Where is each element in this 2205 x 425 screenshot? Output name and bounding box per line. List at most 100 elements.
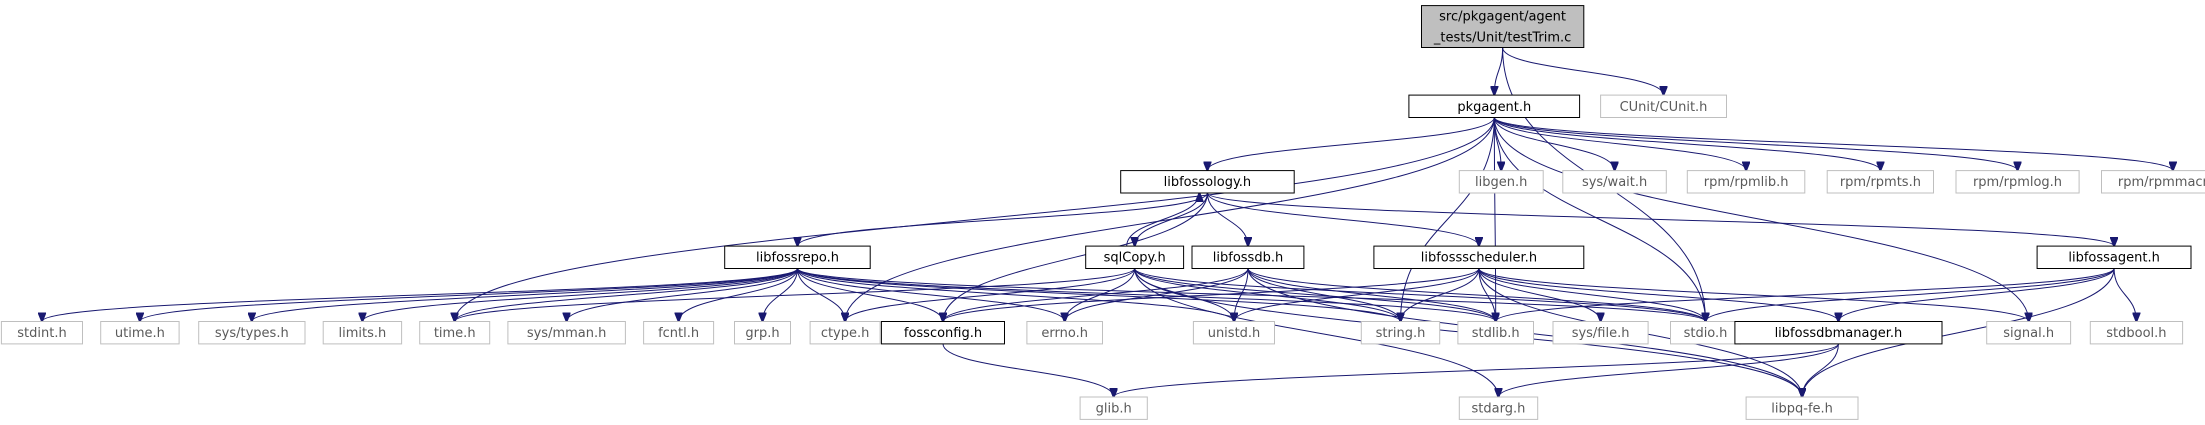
node-label: utime.h <box>115 326 165 341</box>
node-stdarg-h: stdarg.h <box>1458 396 1539 420</box>
node-label: sqlCopy.h <box>1104 251 1166 266</box>
node-label: libfossrepo.h <box>756 251 839 266</box>
edge-pkgagent_h-to-rpmmacro_h <box>1493 116 2173 170</box>
node-label: fcntl.h <box>658 326 699 341</box>
node-label: libpq-fe.h <box>1771 402 1833 417</box>
node-stdlib-h: stdlib.h <box>1457 321 1535 345</box>
edge-sqlcopy_h-to-libfossology_h <box>1126 193 1200 247</box>
edge-pkgagent_h-to-rpmlib_h <box>1493 117 1746 170</box>
node-time-h: time.h <box>419 321 491 345</box>
node-fossconfig-h[interactable]: fossconfig.h <box>880 321 1006 345</box>
edge-sqlcopy_h-to-stdlib_h <box>1134 268 1496 321</box>
node-rpmmacro-h: rpm/rpmmacro.h <box>2101 170 2205 194</box>
node-label: string.h <box>1376 326 1426 341</box>
node-cunit-h: CUnit/CUnit.h <box>1600 94 1727 118</box>
edge-fossconfig_h-to-glib_h <box>942 343 1114 397</box>
node-errno-h: errno.h <box>1026 321 1104 345</box>
node-label: libgen.h <box>1475 175 1527 190</box>
node-sqlcopy-h[interactable]: sqlCopy.h <box>1085 245 1185 270</box>
edge-pkgagent_h-to-string_h <box>1401 117 1495 321</box>
node-libfossdbmanager-h[interactable]: libfossdbmanager.h <box>1734 321 1943 345</box>
edge-pkgagent_h-to-rpmts_h <box>1493 117 1880 170</box>
node-pkgagent-h[interactable]: pkgagent.h <box>1408 94 1581 118</box>
edge-libfossdb_h-to-stdio_h <box>1247 268 1706 321</box>
edge-sqlcopy_h-to-stdarg_h <box>1134 268 1499 397</box>
edge-libfossscheduler_h-to-string_h <box>1401 268 1480 321</box>
edge-libfossrepo_h-to-time_h <box>455 268 798 321</box>
node-sys-types-h: sys/types.h <box>198 321 306 345</box>
edge-libfossagent_h-to-stdio_h <box>1706 268 2115 321</box>
node-libfossdb-h[interactable]: libfossdb.h <box>1191 245 1305 270</box>
node-rpmts-h: rpm/rpmts.h <box>1826 170 1934 194</box>
node-libpq-fe-h: libpq-fe.h <box>1745 396 1859 420</box>
edge-libfossrepo_h-to-sys_types_h <box>252 267 798 321</box>
edge-libfossrepo_h-to-fossconfig_h <box>797 268 944 321</box>
node-root[interactable]: src/pkgagent/agent _tests/Unit/testTrim.c <box>1421 5 1585 49</box>
edge-root-to-cunit_h <box>1502 47 1664 96</box>
node-sys-wait-h: sys/wait.h <box>1562 170 1667 194</box>
edge-libfossology_h-to-sqlcopy_h <box>1135 192 1208 246</box>
edge-libfossscheduler_h-to-unistd_h <box>1234 268 1480 321</box>
node-libfossology-h[interactable]: libfossology.h <box>1120 170 1295 194</box>
node-label: sys/file.h <box>1572 326 1630 341</box>
node-glib-h: glib.h <box>1079 396 1148 420</box>
node-label: stdio.h <box>1684 326 1728 341</box>
node-label: rpm/rpmlog.h <box>1973 175 2062 190</box>
node-label: limits.h <box>339 326 387 341</box>
edge-libfossrepo_h-to-grp_h <box>763 268 798 321</box>
node-label: stdint.h <box>17 326 66 341</box>
node-label: sys/mman.h <box>527 326 607 341</box>
node-rpmlib-h: rpm/rpmlib.h <box>1686 170 1806 194</box>
node-libfossscheduler-h[interactable]: libfossscheduler.h <box>1373 245 1585 270</box>
node-label: glib.h <box>1096 402 1132 417</box>
edge-libfossrepo_h-to-utime_h <box>140 267 798 321</box>
edge-libfossrepo_h-to-sys_mman_h <box>567 268 798 321</box>
nodes-layer: src/pkgagent/agent _tests/Unit/testTrim.c… <box>0 5 2205 420</box>
node-label: _tests/Unit/testTrim.c <box>1433 31 1571 46</box>
edge-sqlcopy_h-to-time_h <box>455 267 1136 321</box>
edge-pkgagent_h-to-stdio_h <box>1493 117 1705 321</box>
edge-libfossology_h-to-fossconfig_h <box>943 192 1208 322</box>
node-label: ctype.h <box>821 326 870 341</box>
node-label: src/pkgagent/agent <box>1439 10 1566 25</box>
node-label: rpm/rpmmacro.h <box>2118 175 2205 190</box>
edge-libfossagent_h-to-stdlib_h <box>1496 267 2115 321</box>
node-sys-file-h: sys/file.h <box>1552 321 1649 345</box>
edge-libfossrepo_h-to-stdlib_h <box>797 267 1496 321</box>
node-string-h: string.h <box>1360 321 1441 345</box>
edge-libfossology_h-to-libfossdb_h <box>1206 192 1248 246</box>
node-label: sys/types.h <box>215 326 289 341</box>
edge-libfossology_h-to-libfossscheduler_h <box>1206 192 1479 246</box>
edge-pkgagent_h-to-libfossology_h <box>1207 117 1495 170</box>
edges-layer <box>42 47 2173 398</box>
node-sys-mman-h: sys/mman.h <box>507 321 626 345</box>
node-fcntl-h: fcntl.h <box>643 321 715 345</box>
node-label: grp.h <box>745 326 779 341</box>
edge-libfossscheduler_h-to-sys_file_h <box>1478 268 1601 321</box>
edge-libfossscheduler_h-to-signal_h <box>1478 267 2029 321</box>
edge-libfossology_h-to-libfossrepo_h <box>798 192 1208 246</box>
edge-root-to-pkgagent_h <box>1494 47 1504 96</box>
node-libfossagent-h[interactable]: libfossagent.h <box>2036 245 2192 270</box>
edge-libfossrepo_h-to-stdint_h <box>42 267 798 321</box>
node-libfossrepo-h[interactable]: libfossrepo.h <box>724 245 871 270</box>
node-libgen-h: libgen.h <box>1458 170 1544 194</box>
node-stdint-h: stdint.h <box>0 321 83 345</box>
edge-pkgagent_h-to-sys_wait_h <box>1493 117 1614 170</box>
edge-sqlcopy_h-to-ctype_h <box>845 268 1136 321</box>
node-label: fossconfig.h <box>904 326 982 341</box>
edge-libfossdbmanager_h-to-glib_h <box>1114 343 1839 397</box>
node-label: rpm/rpmts.h <box>1840 175 1921 190</box>
node-label: time.h <box>434 326 476 341</box>
node-rpmlog-h: rpm/rpmlog.h <box>1955 170 2080 194</box>
edge-pkgagent_h-to-stdlib_h <box>1494 117 1495 321</box>
node-signal-h: signal.h <box>1986 321 2072 345</box>
edge-sqlcopy_h-to-string_h <box>1134 268 1401 321</box>
edge-libfossrepo_h-to-fcntl_h <box>679 268 798 321</box>
edge-libfossagent_h-to-stdbool_h <box>2113 268 2136 321</box>
node-label: sys/wait.h <box>1582 175 1647 190</box>
node-label: CUnit/CUnit.h <box>1620 100 1708 115</box>
node-label: unistd.h <box>1208 326 1261 341</box>
node-label: libfossdbmanager.h <box>1775 326 1903 341</box>
edge-sqlcopy_h-to-stdio_h <box>1134 267 1706 321</box>
